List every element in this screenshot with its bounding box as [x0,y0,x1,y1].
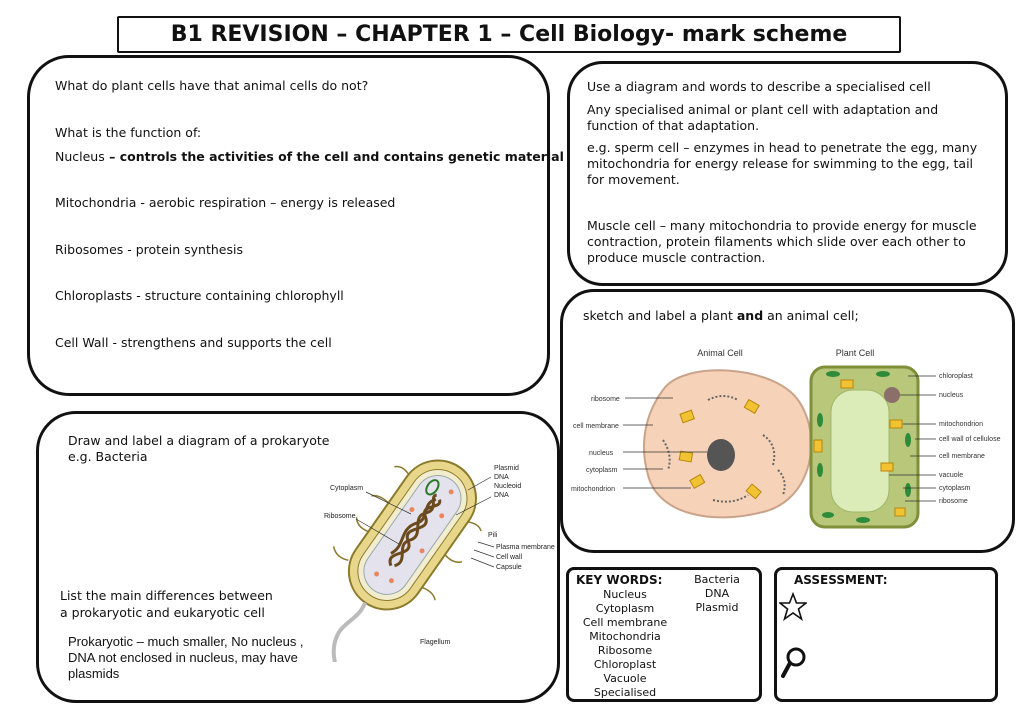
keywords-list-extra: Bacteria DNA Plasmid [679,573,755,615]
chloroplasts-answer: Chloroplasts - structure containing chlo… [55,288,344,303]
sketch-prompt: sketch and label a plant and an animal c… [583,308,859,324]
page-title: B1 REVISION – CHAPTER 1 – Cell Biology- … [170,22,848,47]
magnifier-icon [781,647,806,678]
keywords-title: KEY WORDS: [576,573,663,587]
keyword-item: Cell membrane [582,616,668,629]
plant-nucleus [884,387,900,403]
plant-cell-title: Plant Cell [836,348,875,358]
bacteria-diagram: Cytoplasm Ribosome Plasmid DNA Nucleoid … [324,459,555,662]
keyword-item: Specialised [593,686,657,699]
bacteria-pili [332,465,482,601]
sketch-prompt-end: an animal cell; [763,308,859,323]
animal-label-mitochondrion: mitochondrion [571,486,615,493]
animal-label-cell-membrane: cell membrane [573,423,619,430]
nucleus-function: – controls the activities of the cell an… [104,149,564,164]
plant-label-nucleus: nucleus [939,392,964,399]
plant-cell-labels: chloroplast nucleus mitochondrion cell w… [939,373,1001,505]
differences-answer: Prokaryotic – much smaller, No nucleus ,… [68,634,304,681]
animal-label-ribosome: ribosome [591,396,620,403]
keyword-item: Vacuole [603,672,647,685]
plant-mitochondria [813,379,906,517]
ribosomes-answer: Ribosomes - protein synthesis [55,242,243,257]
assessment-title: ASSESSMENT: [794,573,888,587]
prokaryote-box: Draw and label a diagram of a prokaryote… [36,411,560,703]
label-pili: Pili [488,532,498,539]
label-flagellum: Flagellum [420,639,451,646]
nucleus-answer: Nucleus – controls the activities of the… [55,149,564,165]
star-icon [779,592,807,621]
animal-nucleus [707,439,735,471]
keyword-item: Nucleus [603,588,647,601]
plant-label-cell-wall: cell wall of cellulose [939,436,1001,443]
cell-diagrams: Animal Cell ribosome cell membrane [571,348,1001,529]
plant-label-mitochondrion: mitochondrion [939,421,983,428]
label-cell-wall: Cell wall [496,554,523,561]
specialised-question: Use a diagram and words to describe a sp… [587,79,931,94]
sketch-prompt-start: sketch and label a plant [583,308,737,323]
label-plasma-membrane: Plasma membrane [496,544,555,551]
keyword-item: Mitochondria [589,630,661,643]
keyword-item: DNA [704,587,730,600]
label-ribosome: Ribosome [324,513,356,520]
animal-label-lines [623,397,707,489]
bacteria-nucleoid [388,493,442,568]
animal-ribosomes [662,395,786,503]
nucleus-label: Nucleus [55,149,105,164]
keywords-list-main: Nucleus Cytoplasm Cell membrane Mitochon… [575,588,675,700]
animal-cell-labels: ribosome cell membrane nucleus cytoplasm… [571,396,620,493]
bacteria-labels: Cytoplasm Ribosome Plasmid DNA Nucleoid … [324,465,555,646]
sketch-cells-box: sketch and label a plant and an animal c… [560,289,1015,553]
plant-label-cell-membrane: cell membrane [939,453,985,460]
cell-wall-answer: Cell Wall - strengthens and supports the… [55,335,332,350]
plant-label-lines [889,375,936,502]
specialised-answer-general: Any specialised animal or plant cell wit… [587,102,939,133]
sketch-prompt-and: and [736,308,764,323]
plant-label-cytoplasm: cytoplasm [939,485,971,492]
plant-vacuole [830,389,890,513]
animal-label-cytoplasm: cytoplasm [586,467,618,474]
cell-functions-box: What do plant cells have that animal cel… [27,55,564,396]
keyword-item: Bacteria [694,573,740,586]
specialised-answer-muscle: Muscle cell – many mitochondria to provi… [587,218,977,265]
animal-cell-title: Animal Cell [697,348,743,358]
label-plasmid-dna: DNA [494,474,509,481]
plant-label-vacuole: vacuole [939,472,963,479]
differences-question-line2: a prokaryotic and eukaryotic cell [60,605,265,620]
specialised-answer-sperm: e.g. sperm cell – enzymes in head to pen… [587,140,978,187]
differences-question-line1: List the main differences between [60,588,273,603]
label-nucleoid: Nucleoid [494,483,521,490]
title-box: B1 REVISION – CHAPTER 1 – Cell Biology- … [117,16,901,53]
animal-mitochondria [678,398,762,500]
label-cytoplasm: Cytoplasm [330,485,363,492]
bacteria-label-lines [355,476,495,568]
prokaryote-question-line1: Draw and label a diagram of a prokaryote [68,433,330,448]
plant-chloroplasts [817,371,911,523]
bacteria-ribosomes [374,489,454,584]
plant-label-chloroplast: chloroplast [939,373,973,380]
function-question: What is the function of: [55,125,202,140]
animal-label-nucleus: nucleus [589,450,614,457]
label-capsule: Capsule [496,564,522,571]
mitochondria-answer: Mitochondria - aerobic respiration – ene… [55,195,396,210]
keyword-item: Cytoplasm [595,602,655,615]
keywords-box: KEY WORDS: Nucleus Cytoplasm Cell membra… [566,567,762,702]
assessment-box: ASSESSMENT: [774,567,998,702]
keyword-item: Ribosome [597,644,653,657]
specialised-cell-box: Use a diagram and words to describe a sp… [567,61,1008,286]
bacteria-flagellum [329,601,367,662]
prokaryote-question-line2: e.g. Bacteria [68,449,148,464]
plant-vs-animal-question: What do plant cells have that animal cel… [55,78,369,93]
keyword-item: Plasmid [695,601,739,614]
bacteria-plasmid [425,479,440,496]
label-nucleoid-dna: DNA [494,492,509,499]
plant-label-ribosome: ribosome [939,498,968,505]
label-plasmid: Plasmid [494,465,519,472]
keyword-item: Chloroplast [593,658,657,671]
